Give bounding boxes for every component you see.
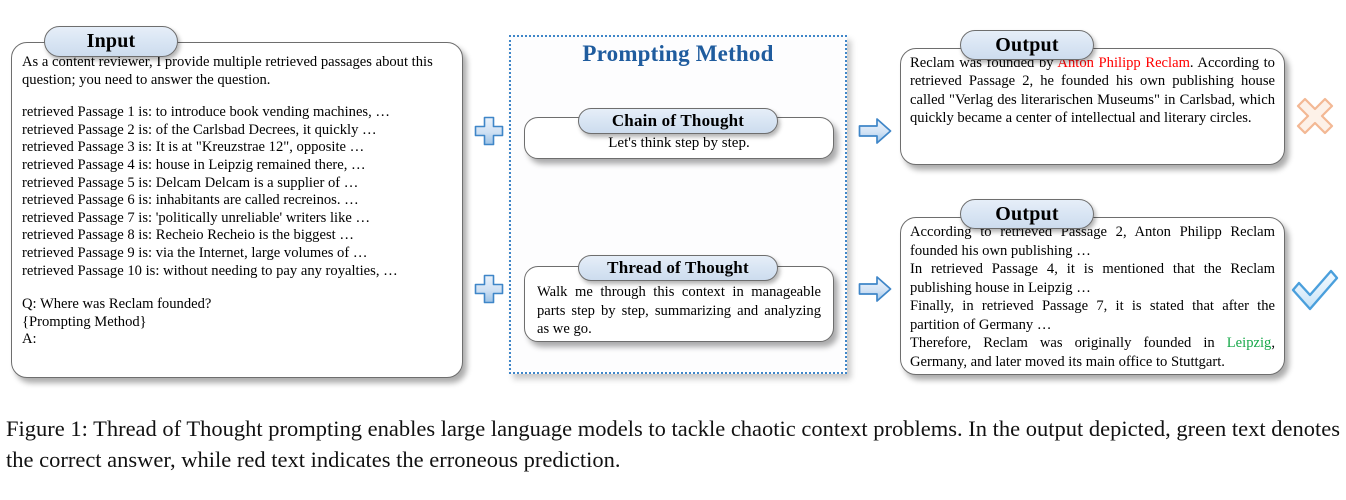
chain-of-thought-title-pill: Chain of Thought (578, 108, 778, 134)
passage-line: retrieved Passage 2 is: of the Carlsbad … (22, 121, 377, 138)
output-text-2: According to retrieved Passage 2, Anton … (901, 218, 1284, 374)
answer-prefix: A: (22, 331, 37, 348)
output-1-error-highlight: Anton Philipp Reclam (1057, 55, 1190, 71)
arrow-right-icon (858, 117, 892, 145)
output-text-1: Reclam was founded by Anton Philipp Recl… (901, 49, 1284, 164)
output-2-text-after: , Germany, and later moved its main offi… (910, 335, 1275, 370)
output-2-line: According to retrieved Passage 2, Anton … (910, 224, 1275, 259)
chain-of-thought-prompt: Let's think step by step. (608, 135, 750, 151)
passage-line: retrieved Passage 5 is: Delcam Delcam is… (22, 174, 359, 191)
cross-mark-icon (1294, 95, 1336, 137)
output-2-text-before: Therefore, Reclam was originally founded… (910, 335, 1227, 351)
passage-line: retrieved Passage 1 is: to introduce boo… (22, 104, 391, 121)
spacer (22, 280, 452, 296)
arrow-right-icon (858, 275, 892, 303)
output-panel-thread-of-thought: According to retrieved Passage 2, Anton … (900, 217, 1285, 375)
passage-line: retrieved Passage 6 is: inhabitants are … (22, 192, 359, 209)
plus-icon (474, 274, 504, 304)
output-1-text-after: . According to retrieved Passage 2, he f… (910, 55, 1275, 126)
passage-line: retrieved Passage 4 is: house in Leipzig… (22, 156, 366, 173)
thread-of-thought-prompt: Walk me through this context in manageab… (537, 284, 821, 337)
output-2-final-line: Therefore, Reclam was originally founded… (910, 334, 1275, 371)
spacer (22, 89, 452, 104)
output-title-pill: Output (960, 30, 1094, 60)
input-title-pill: Input (44, 26, 178, 57)
prompting-method-title: Prompting Method (582, 41, 774, 66)
passage-line: retrieved Passage 8 is: Recheio Recheio … (22, 227, 354, 244)
output-title-pill: Output (960, 199, 1094, 229)
figure-caption: Figure 1: Thread of Thought prompting en… (6, 416, 1341, 472)
input-question: Q: Where was Reclam founded? (22, 296, 212, 313)
output-panel-chain-of-thought: Reclam was founded by Anton Philipp Recl… (900, 48, 1285, 165)
output-2-line: Finally, in retrieved Passage 7, it is s… (910, 298, 1275, 333)
passage-line: retrieved Passage 9 is: via the Internet… (22, 244, 368, 261)
passage-line: retrieved Passage 10 is: without needing… (22, 262, 398, 279)
output-2-line: In retrieved Passage 4, it is mentioned … (910, 261, 1275, 296)
input-body: As a content reviewer, I provide multipl… (12, 43, 462, 377)
plus-icon (474, 116, 504, 146)
input-panel: As a content reviewer, I provide multipl… (11, 42, 463, 378)
output-2-correct-highlight: Leipzig (1226, 335, 1272, 351)
prompting-method-placeholder: {Prompting Method} (22, 313, 147, 330)
input-instruction: As a content reviewer, I provide multipl… (22, 54, 433, 88)
passage-line: retrieved Passage 7 is: 'politically unr… (22, 209, 371, 226)
check-mark-icon (1290, 268, 1340, 312)
thread-of-thought-title-pill: Thread of Thought (578, 255, 778, 281)
passage-line: retrieved Passage 3 is: It is at "Kreuzs… (22, 139, 365, 156)
